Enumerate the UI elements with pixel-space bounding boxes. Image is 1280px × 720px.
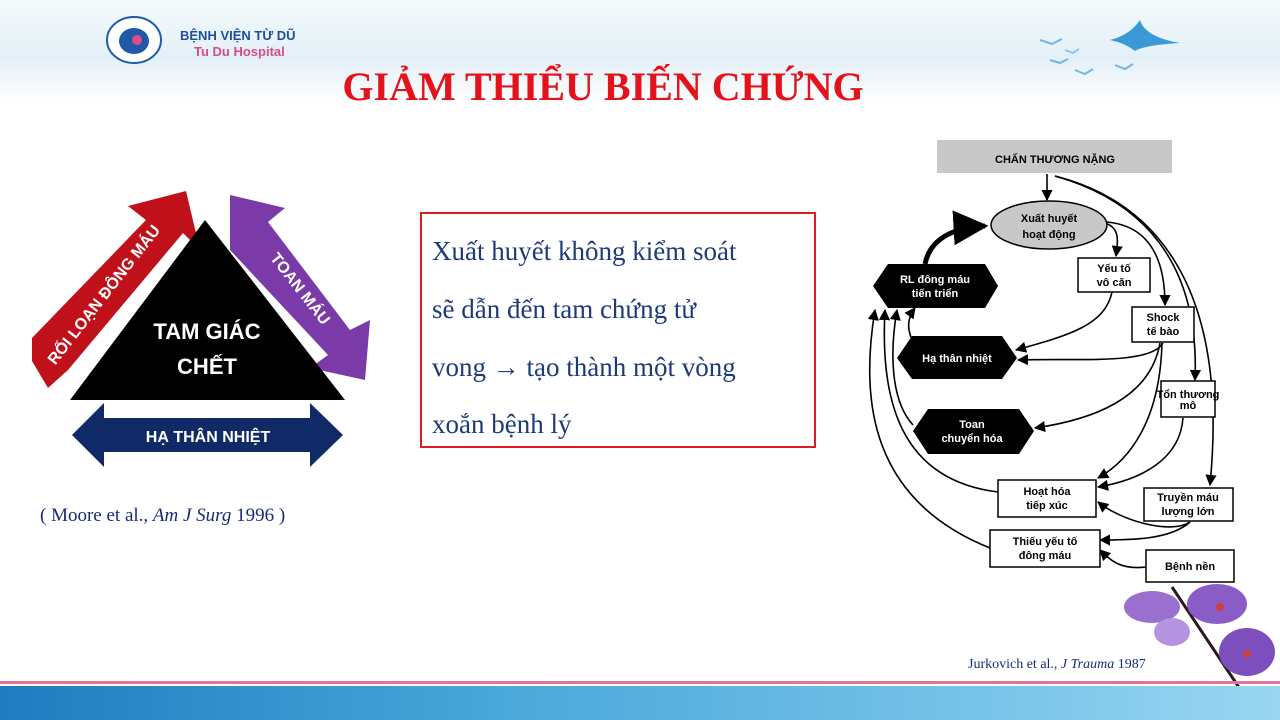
header-background [0,0,1280,105]
node-shock [1131,306,1195,343]
death-triad-diagram: TAM GIÁC CHẾT RỐI LOẠN ĐÔNG MÁU TOAN MÁU… [32,191,370,467]
footer-bar [0,686,1280,720]
node-severe-trauma-label: CHẤN THƯƠNG NẶNG [995,153,1115,166]
node-label: Bệnh nền [1165,561,1215,573]
node-bleeding [990,200,1108,250]
citation-journal: Am J Surg [152,505,232,526]
node-label: Shock [1146,312,1180,324]
citation-moore: ( Moore et al., Am J Surg 1996 ) [40,505,285,527]
node-idiopathic [1077,257,1151,293]
right-arrow [230,195,370,380]
node-label: Hoạt hóa [1023,486,1071,498]
hospital-name-en: Tu Du Hospital [194,44,285,59]
citation-post: 1987 [1114,657,1146,672]
node-acidosis [913,409,1034,454]
node-hypothermia-label: Hạ thân nhiệt [922,353,992,365]
node-label: vô căn [1097,277,1132,289]
node-coagulopathy-label: tiến triển [912,288,959,300]
node-label: Tổn thương [1157,389,1220,401]
node-label: lượng lớn [1162,506,1215,518]
hospital-logo-icon [106,16,162,64]
orchid-decoration-icon [1124,584,1275,692]
node-severe-trauma [937,140,1172,173]
message-line: sẽ dẫn đến tam chứng tử [432,294,696,324]
node-label: tế bào [1147,326,1180,338]
hospital-name-vn: BỆNH VIỆN TỪ DŨ [180,28,296,43]
citation-journal: J Trauma [1060,657,1115,672]
message-line: vong → tạo thành một vòng [432,352,736,382]
node-massive-transfusion [1143,487,1234,522]
node-label: tiếp xúc [1026,500,1068,512]
node-coagulopathy-label: RL đông máu [900,274,970,286]
node-comorbidity [1145,549,1235,583]
node-label: đông máu [1019,550,1072,562]
footer-divider [0,681,1280,684]
birds-decoration-icon [1039,20,1180,76]
node-acidosis-label: chuyển hóa [941,433,1003,445]
bottom-arrow-label: HẠ THÂN NHIỆT [146,427,271,446]
node-tissue-injury [1160,380,1216,418]
node-label: Truyền máu [1157,492,1219,504]
citation-pre: Jurkovich et al., [968,657,1061,672]
node-hypothermia [897,336,1017,379]
message-line: Xuất huyết không kiểm soát [432,236,737,266]
bottom-arrow [72,403,343,467]
node-factor-deficiency [989,529,1101,568]
citation-post: 1996 ) [231,505,286,526]
key-message-box: Xuất huyết không kiểm soát sẽ dẫn đến ta… [420,212,816,448]
node-bleeding-label: hoạt động [1022,229,1075,241]
node-bleeding-label: Xuất huyết [1021,213,1078,225]
triangle-label-2: CHẾT [177,354,237,379]
triangle-label-1: TAM GIÁC [153,319,260,344]
node-contact-activation [997,479,1097,518]
left-arrow [32,191,200,388]
node-acidosis-label: Toan [959,419,985,431]
message-line: xoắn bệnh lý [432,409,572,439]
node-label: mô [1180,400,1197,412]
node-coagulopathy [873,264,998,308]
node-label: Thiếu yếu tố [1013,536,1078,548]
death-triangle [70,220,345,400]
slide-title: GIẢM THIỂU BIẾN CHỨNG [342,64,864,109]
node-label: Yếu tố [1097,263,1131,275]
citation-pre: ( Moore et al., [40,505,153,526]
citation-jurkovich: Jurkovich et al., J Trauma 1987 [968,657,1146,673]
